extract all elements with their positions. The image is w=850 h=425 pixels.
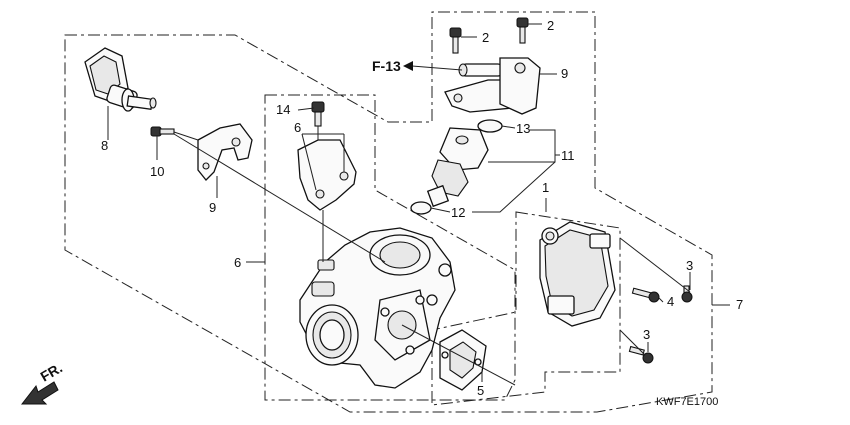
- callout-8: 6: [234, 255, 241, 270]
- callout-11: 9: [209, 200, 216, 215]
- sensor-1: [539, 221, 616, 327]
- sensor-10: [84, 47, 157, 112]
- callout-1: 1: [542, 180, 549, 195]
- bolt-16: [311, 101, 325, 127]
- assembly-outline-8: [264, 94, 516, 401]
- gasket-5: [439, 329, 487, 391]
- screw-3b: [628, 345, 654, 364]
- callout-4: 4: [667, 294, 674, 309]
- callout-12: 10: [150, 164, 164, 179]
- callout-9: 9: [561, 66, 568, 81]
- callout-14: 12: [451, 205, 465, 220]
- callout-10: 8: [101, 138, 108, 153]
- bolt-2b: [516, 17, 529, 44]
- assembly-outline-7: [64, 11, 713, 413]
- screw-3a: [681, 285, 693, 303]
- front-label: FR.: [38, 359, 66, 384]
- reference-arrow: [403, 61, 413, 71]
- callout-2b: 2: [547, 18, 554, 33]
- oring-15: [477, 119, 503, 133]
- bracket-11: [197, 123, 253, 181]
- callout-3b: 3: [643, 327, 650, 342]
- fuel-joint-9: [444, 57, 541, 115]
- leader-lines: [107, 23, 730, 386]
- reference-label: F-13: [372, 58, 401, 74]
- callout-16: 14: [276, 102, 290, 117]
- bracket-6: [297, 139, 357, 211]
- oring-14: [410, 201, 432, 215]
- throttle-body: [299, 227, 456, 389]
- callout-13: 11: [561, 148, 575, 163]
- callout-6: 6: [294, 120, 301, 135]
- bolt-2a: [449, 27, 462, 54]
- callout-5: 5: [477, 383, 484, 398]
- injector-13: [426, 127, 489, 208]
- callout-7: 7: [736, 297, 743, 312]
- callout-2a: 2: [482, 30, 489, 45]
- front-arrow-icon: [20, 381, 59, 405]
- callout-3a: 3: [686, 258, 693, 273]
- diagram-code: KWF7E1700: [656, 396, 718, 408]
- bolt-12: [150, 126, 175, 137]
- callout-15: 13: [516, 121, 530, 136]
- screw-4: [631, 287, 660, 303]
